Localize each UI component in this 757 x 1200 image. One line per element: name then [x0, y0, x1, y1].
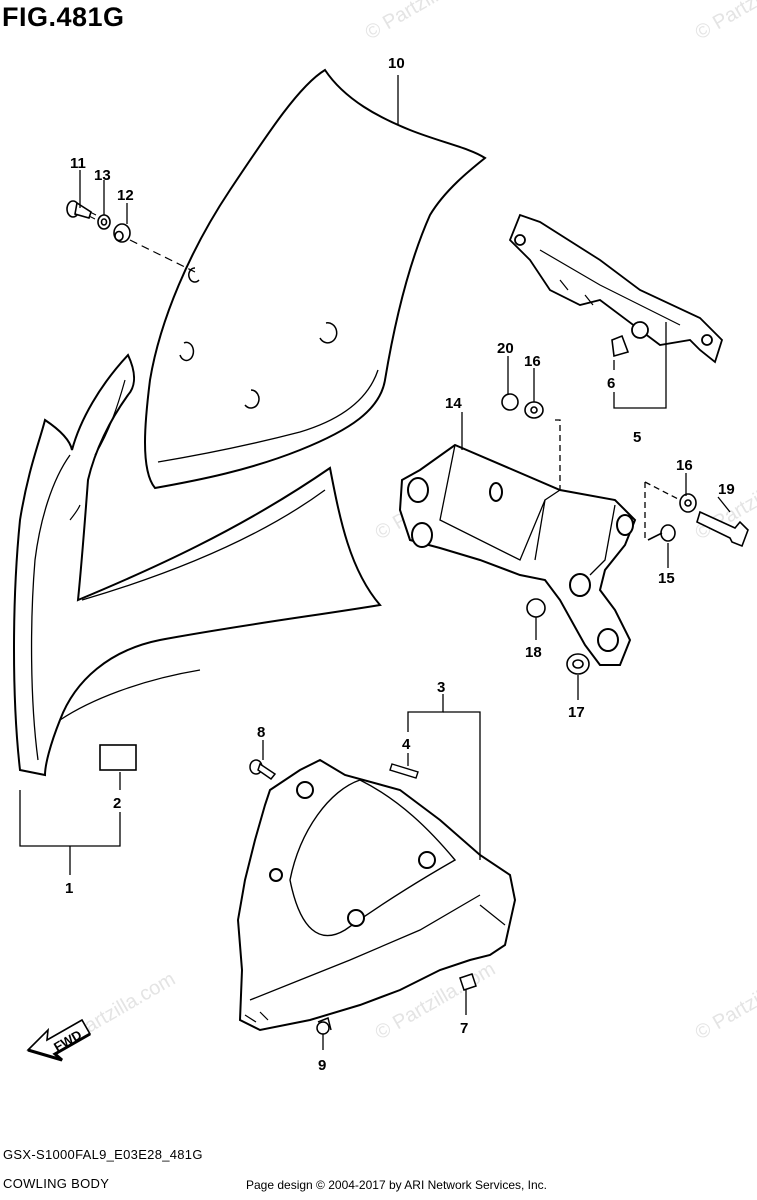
nut-20-part [501, 393, 519, 411]
section-name: COWLING BODY [3, 1176, 110, 1191]
watermark: © Partzilla.com [692, 0, 757, 44]
callout-12: 12 [117, 187, 134, 204]
callout-2: 2 [113, 795, 121, 812]
model-code: GSX-S1000FAL9_E03E28_481G [3, 1147, 203, 1162]
callout-7: 7 [460, 1020, 468, 1037]
callout-4: 4 [402, 736, 411, 753]
copyright-notice: Page design © 2004-2017 by ARI Network S… [246, 1178, 548, 1192]
callout-15: 15 [658, 570, 675, 587]
screw-9-part [316, 1016, 332, 1035]
bolt-19-part [696, 510, 749, 548]
callout-14: 14 [445, 395, 462, 412]
callout-18: 18 [525, 644, 542, 661]
callout-1: 1 [65, 880, 73, 897]
bracket-hardware [501, 393, 749, 675]
callout-16: 16 [524, 353, 541, 370]
label-sticker-part [99, 744, 137, 771]
callout-labels: 1 2 3 4 5 6 7 8 9 10 11 12 13 14 15 16 1… [65, 55, 735, 1074]
callout-6: 6 [607, 375, 615, 392]
grommet-18-part [526, 598, 546, 618]
seal-4-part [389, 763, 419, 779]
callout-17: 17 [568, 704, 585, 721]
inner-cover-part [236, 758, 517, 1032]
callout-10: 10 [388, 55, 405, 72]
headlamp-bracket-part [398, 443, 637, 666]
bolt-15-part [660, 524, 676, 542]
callout-5: 5 [633, 429, 641, 446]
clip-7-part [459, 973, 477, 991]
callout-13: 13 [94, 167, 111, 184]
callout-8: 8 [257, 724, 265, 741]
watermark: © Partzilla.com [692, 958, 757, 1044]
callout-16b: 16 [676, 457, 693, 474]
callout-leaders [19, 75, 731, 1050]
callout-9: 9 [318, 1057, 326, 1074]
callout-20: 20 [497, 340, 514, 357]
callout-11: 11 [70, 155, 86, 172]
clip-6-part [611, 334, 630, 358]
watermark: © Partzilla.com [362, 0, 490, 44]
rivet-8-part [249, 759, 277, 781]
cowling-body-part [13, 353, 382, 777]
upper-bracket-part [508, 213, 724, 364]
screen-fastener-set [66, 200, 196, 273]
forward-arrow-icon: FWD [26, 1018, 92, 1062]
windscreen-part [144, 68, 487, 490]
figure-title: FIG.481G [2, 2, 125, 32]
callout-19: 19 [718, 481, 735, 498]
callout-3: 3 [437, 679, 445, 696]
